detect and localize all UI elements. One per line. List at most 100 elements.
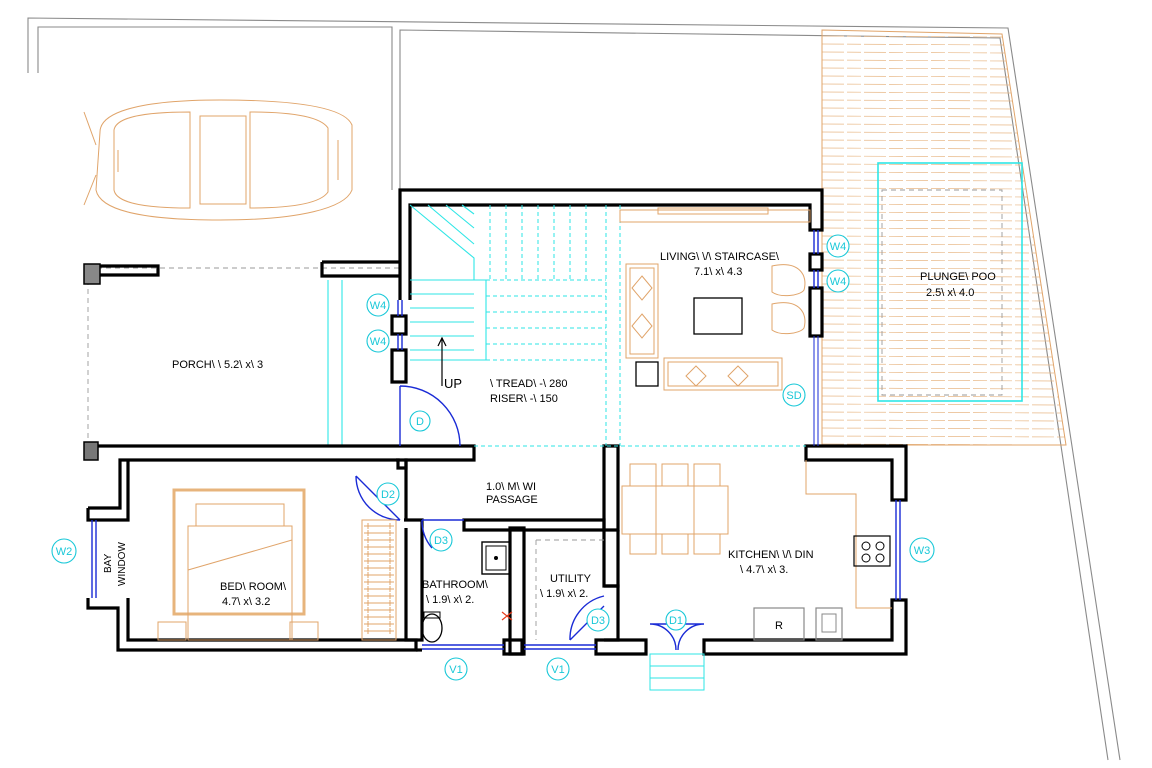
deck-plank [821,123,1017,126]
doors [355,385,705,651]
svg-text:W3: W3 [914,545,931,557]
svg-text:D: D [416,416,424,428]
wardrobe-hanger [364,614,394,620]
deck-plank [821,419,1063,422]
side-table [635,361,659,387]
porch-label: PORCH\ \ 5.2\ x\ 3 [172,359,263,371]
svg-text:W4: W4 [830,276,847,288]
tag-w2: W2 [51,538,77,564]
deck-plank [821,187,1026,190]
bed [157,488,319,641]
deck-plank [821,211,1030,214]
tag-w4-b: W4 [366,329,390,353]
bathroom-dim: \ 1.9\ x\ 2. [426,594,474,606]
tag-w3: W3 [909,537,935,563]
passage-width: 1.0\ M\ WI [486,481,536,493]
tag-d1: D1 [665,609,687,631]
utility-dim: \ 1.9\ x\ 2. [540,588,588,600]
deck-plank [821,435,1065,438]
deck-plank [821,203,1029,206]
wardrobe-hanger [364,523,394,529]
tag-d3-b: D3 [586,608,610,632]
deck-plank [821,291,1043,294]
deck-plank [821,163,1023,166]
deck-plank [821,171,1024,174]
deck-plank [821,51,1005,54]
deck-plank [821,35,1003,38]
deck-plank [821,131,1018,134]
wardrobe [361,519,397,641]
deck-plank [821,147,1020,150]
up-label: UP [444,376,462,391]
windows [91,230,901,650]
fridge-label: R [775,620,783,632]
deck-plank [821,179,1025,182]
deck-plank [821,395,1059,398]
bay-label: BAY [103,553,114,573]
wardrobe-hanger [364,607,394,613]
living-label: LIVING\ \/\ STAIRCASE\ [660,251,780,263]
tag-v1-a: V1 [444,657,468,681]
deck-plank [821,387,1058,390]
pool-label: PLUNGE\ POO [920,271,996,283]
car-icon [83,99,353,221]
deck-plank [821,411,1061,414]
deck-plank [821,331,1049,334]
deck-plank [821,307,1045,310]
wardrobe-hanger [364,586,394,592]
plunge-pool [877,162,1023,402]
deck-plank [821,59,1007,62]
wardrobe-hanger [364,628,394,634]
living-dim: 7.1\ x\ 4.3 [694,266,742,278]
svg-text:V1: V1 [551,664,564,676]
wardrobe-hanger [364,537,394,543]
site-boundary [27,17,1121,761]
kitchen-dim: \ 4.7\ x\ 3. [740,564,788,576]
deck-plank [821,259,1038,262]
svg-text:D3: D3 [434,535,448,547]
utility-dashed [535,539,604,640]
passage-label: PASSAGE [486,494,538,506]
svg-text:W2: W2 [56,546,73,558]
svg-text:D2: D2 [381,489,395,501]
wardrobe-hanger [364,600,394,606]
pool-dim: 2.5\ x\ 4.0 [926,287,974,299]
svg-text:V1: V1 [449,664,462,676]
tag-w4-c: W4 [826,234,850,258]
svg-text:W4: W4 [830,241,847,253]
deck-plank [821,43,1004,46]
tag-sd: SD [782,383,806,407]
wardrobe-hanger [364,565,394,571]
living-furniture [619,207,811,391]
kitchen-counter [753,460,892,641]
deck-plank [821,363,1054,366]
deck-plank [821,83,1010,86]
wardrobe-hanger [364,544,394,550]
deck-plank [821,107,1014,110]
deck-plank [821,267,1039,270]
svg-text:W4: W4 [370,300,387,312]
deck-plank [821,91,1012,94]
deck-plank [821,139,1019,142]
wardrobe-hanger [364,530,394,536]
deck-plank [821,67,1008,70]
bedroom-dim: 4.7\ x\ 3.2 [222,596,270,608]
kitchen-label: KITCHEN\ \/\ DIN [728,549,814,561]
deck-plank [821,155,1021,158]
coffee-table [693,297,743,335]
bedroom-label: BED\ ROOM\ [220,581,287,593]
wardrobe-hanger [364,621,394,627]
deck [821,35,1066,446]
deck-plank [821,371,1055,374]
tag-d2: D2 [376,482,400,506]
bathroom-fixtures [421,541,513,643]
tag-d3-a: D3 [429,528,453,552]
tag-d: D [409,410,431,432]
deck-plank [821,347,1051,350]
deck-plank [821,251,1036,254]
tag-w4-a: W4 [366,293,390,317]
porch-outline [83,263,400,445]
deck-plank [821,275,1040,278]
wardrobe-hanger [364,579,394,585]
riser-label: RISER\ -\ 150 [490,393,558,405]
